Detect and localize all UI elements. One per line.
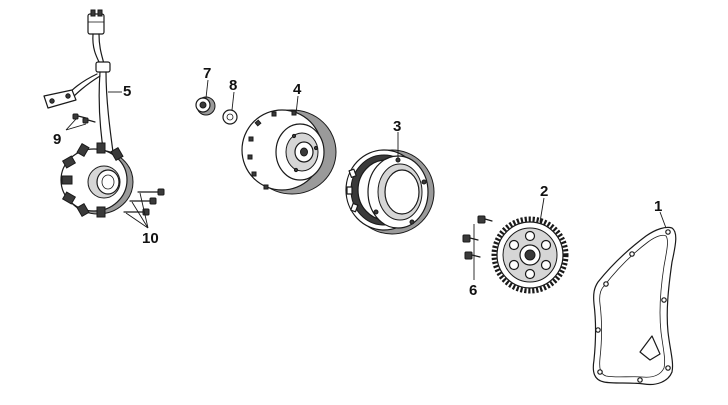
leader-7 xyxy=(205,79,209,99)
callout-6: 6 xyxy=(469,282,477,299)
screw xyxy=(464,251,481,260)
callout-2: 2 xyxy=(540,183,548,200)
callout-5: 5 xyxy=(123,83,131,100)
leader-2 xyxy=(539,197,545,223)
starter-clutch xyxy=(345,149,435,235)
bolt xyxy=(137,188,165,196)
callout-8: 8 xyxy=(229,77,237,94)
callout-7: 7 xyxy=(203,65,211,82)
washer xyxy=(222,109,238,125)
driven-gear xyxy=(491,216,569,294)
stator-assembly xyxy=(43,9,134,218)
cover-gasket xyxy=(592,226,677,386)
gear-screws xyxy=(462,215,493,260)
callout-9: 9 xyxy=(53,131,61,148)
leader-9 xyxy=(65,118,87,131)
leader-10 xyxy=(125,192,149,229)
pickup-sensor xyxy=(43,89,77,109)
screw xyxy=(82,117,96,124)
small-screws xyxy=(72,113,96,124)
wire-connector xyxy=(87,9,105,35)
leader-8 xyxy=(231,91,235,111)
leader-4 xyxy=(295,95,299,115)
flywheel-rotor xyxy=(241,109,337,195)
callout-1: 1 xyxy=(654,198,662,215)
stator-core xyxy=(60,142,134,218)
callout-labels: 1 2 3 4 5 6 7 8 9 10 xyxy=(53,65,662,299)
leader-1 xyxy=(659,211,667,229)
callout-3: 3 xyxy=(393,118,401,135)
callout-4: 4 xyxy=(293,81,302,98)
callout-10: 10 xyxy=(142,230,159,247)
leader-lines xyxy=(65,79,667,280)
bolt xyxy=(129,197,157,205)
screw xyxy=(477,215,493,224)
flange-nut xyxy=(195,96,216,116)
stator-bolts xyxy=(123,188,165,216)
screw xyxy=(462,234,479,243)
